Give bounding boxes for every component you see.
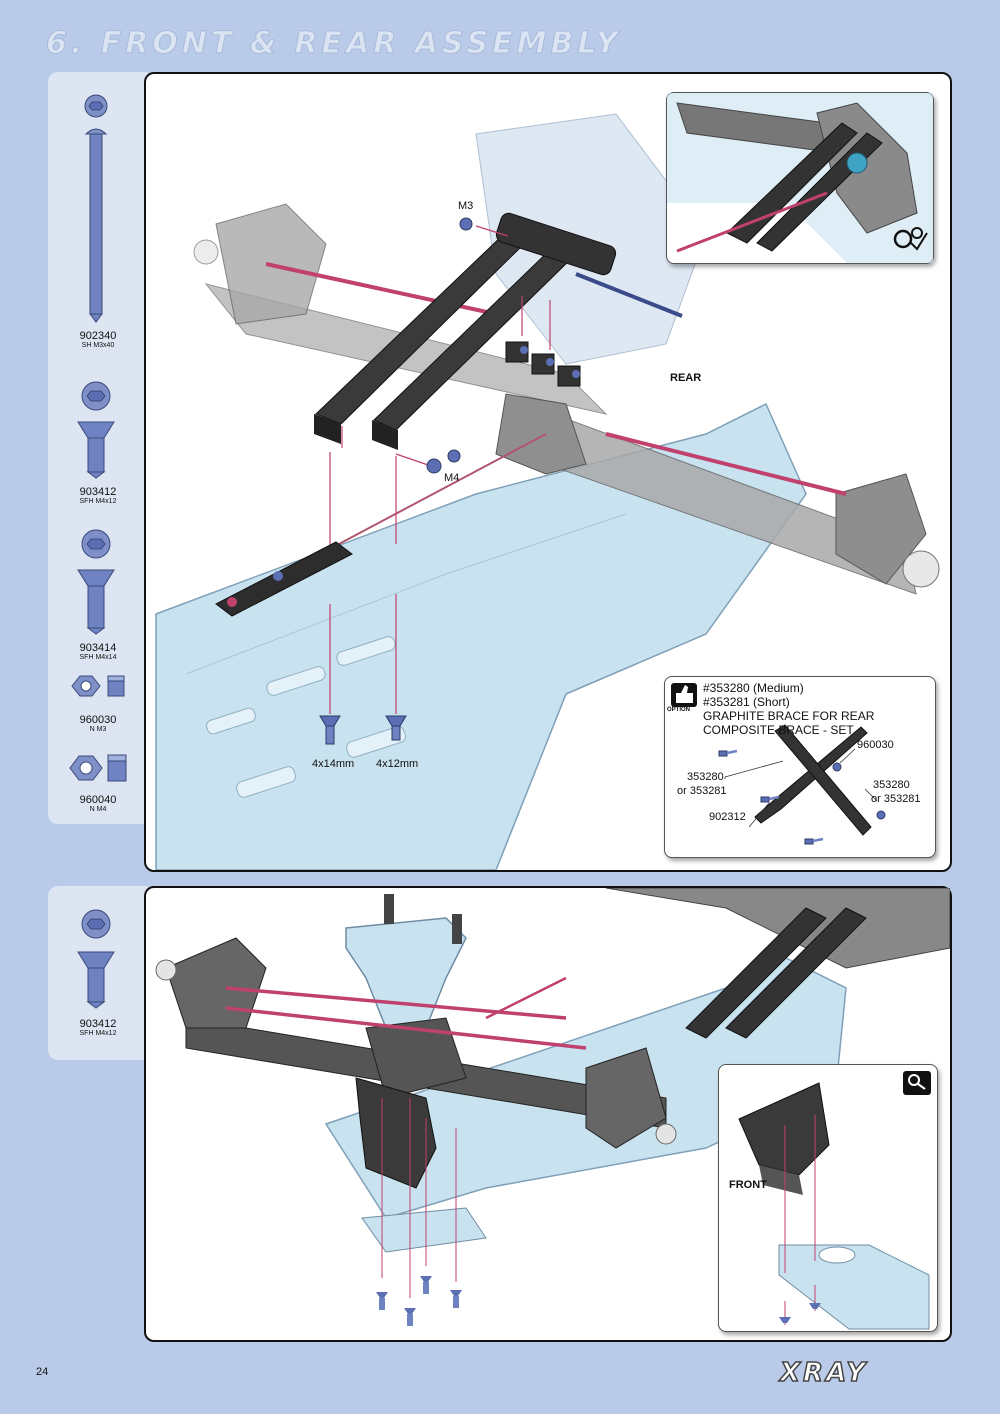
screw-903414-icon <box>77 529 115 635</box>
part-code: 960040 <box>79 794 117 806</box>
screw-group-icon <box>376 1098 462 1326</box>
screw-902340-icon <box>84 94 108 323</box>
page-title: 6. FRONT & REAR ASSEMBLY <box>46 26 622 62</box>
label-4x14: 4x14mm <box>312 758 355 770</box>
callout-902312: 902312 <box>709 811 746 823</box>
option-line1: #353280 (Medium) <box>703 681 804 695</box>
callout-353281-a: or 353281 <box>677 785 727 797</box>
option-badge: OPTION <box>667 707 691 713</box>
parts-column-step2: 903412 SFH M4x12 <box>48 886 148 1060</box>
part-960030: 960030 N M3 <box>48 714 148 734</box>
option-illustration <box>671 683 886 845</box>
callout-353280-a: 353280 <box>687 771 724 783</box>
part-desc: N M4 <box>89 806 107 813</box>
part-code: 903412 <box>79 486 117 498</box>
nut-960030-icon <box>71 675 125 697</box>
parts-illustrations-2 <box>77 909 115 1009</box>
callout-353280-b: 353280 <box>873 779 910 791</box>
nut-960030-icon <box>832 762 886 820</box>
option-line2: #353281 (Short) <box>703 695 790 709</box>
bumper-detail-illustration <box>738 1071 931 1330</box>
bumper-detail-inset: DETAIL FRONT <box>718 1064 938 1332</box>
label-m3: M3 <box>458 200 474 212</box>
option-inset: OPTION #353280 (Medium) #353281 (Short) … <box>664 676 936 858</box>
part-903412-b: 903412 SFH M4x12 <box>48 1018 148 1038</box>
part-desc: SFH M4x14 <box>79 654 117 661</box>
option-line3: GRAPHITE BRACE FOR REAR COMPOSITE BRACE … <box>703 709 875 737</box>
screw-903412-icon <box>77 381 115 479</box>
settings-gears-icon <box>893 227 928 251</box>
part-903412: 903412 SFH M4x12 <box>48 486 148 506</box>
label-m4: M4 <box>444 472 460 484</box>
part-desc: SH M3x40 <box>81 342 115 349</box>
thumbs-up-icon <box>671 683 697 707</box>
label-4x12: 4x12mm <box>376 758 419 770</box>
rear-assembly-illustration <box>155 113 940 870</box>
screw-4x12-icon <box>385 715 407 741</box>
detail-magnifier-icon <box>903 1071 931 1095</box>
step2-panel: DETAIL FRONT <box>144 886 952 1342</box>
label-rear: REAR <box>670 372 702 384</box>
callout-353281-b: or 353281 <box>871 793 921 805</box>
front-assembly-illustration <box>155 888 950 1326</box>
part-903414: 903414 SFH M4x14 <box>48 642 148 662</box>
screw-902312-icon <box>718 749 824 845</box>
parts-illustrations <box>69 94 127 782</box>
brace-detail-inset <box>666 92 934 264</box>
screw-4x14-icon <box>319 715 341 745</box>
part-code: 902340 <box>79 330 117 342</box>
callout-960030: 960030 <box>857 739 894 751</box>
nut-960040-icon <box>69 754 127 782</box>
part-code: 903414 <box>79 642 117 654</box>
brace-detail-illustration <box>667 93 933 263</box>
part-code: 903412 <box>79 1018 117 1030</box>
part-960040: 960040 N M4 <box>48 794 148 814</box>
part-902340: 902340 SH M3x40 <box>48 330 148 350</box>
screw-903412-icon <box>77 909 115 1009</box>
detail-badge: DETAIL <box>905 1091 923 1097</box>
brand-logo: XRAY <box>779 1357 869 1389</box>
step1-panel: M3 M4 REAR 4x14mm 4x12mm <box>144 72 952 872</box>
part-desc: N M3 <box>89 726 107 733</box>
part-desc: SFH M4x12 <box>79 498 117 505</box>
part-desc: SFH M4x12 <box>79 1030 117 1037</box>
label-front: FRONT <box>729 1179 767 1191</box>
part-code: 960030 <box>79 714 117 726</box>
page-number: 24 <box>36 1366 49 1378</box>
parts-column-step1: 902340 SH M3x40 903412 SFH M4x12 903414 … <box>48 72 148 824</box>
